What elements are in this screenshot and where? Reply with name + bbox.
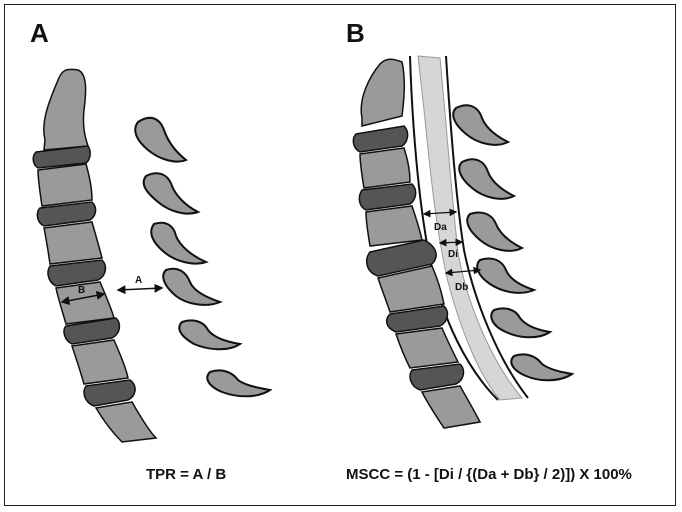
measure-db-label: Db [455,282,468,293]
spinous-process-1 [135,118,186,162]
vertebra-c3 [38,164,92,206]
vertebra-b-c3 [360,148,410,188]
spinous-process-3 [151,223,206,264]
spinous-process-b-3 [467,212,522,250]
tpr-formula: TPR = A / B [146,466,226,483]
mscc-formula: MSCC = (1 - [Di / {(Da + Db} / 2)]) X 10… [346,466,632,483]
panel-b-letter: B [346,18,365,49]
measure-b-label: B [78,285,85,296]
measure-a-label: A [135,275,142,286]
vertebra-c2 [44,69,88,150]
measure-da-label: Da [434,222,447,233]
spinous-process-b-4 [477,258,534,292]
vertebra-c7 [96,402,156,442]
spinous-process-b-1 [453,105,508,145]
vertebra-c4 [44,222,102,264]
spinous-process-4 [163,269,220,305]
vertebra-b-c2 [361,59,404,126]
spinous-process-6 [207,370,270,396]
spinous-process-5 [179,320,240,349]
vertebra-c6 [72,340,128,384]
vertebra-b-c4 [366,206,422,246]
spinous-process-b-2 [459,159,514,199]
spinous-process-2 [144,173,198,213]
panel-a-letter: A [30,18,49,49]
measure-a-arrow [118,288,162,290]
vertebra-b-c6 [396,328,458,368]
panel-a-spinous-processes [135,118,270,396]
spinous-process-b-6 [511,354,572,380]
vertebra-b-c7 [422,386,480,428]
measure-di-label: Di [448,249,458,260]
spinous-process-b-5 [491,308,550,337]
